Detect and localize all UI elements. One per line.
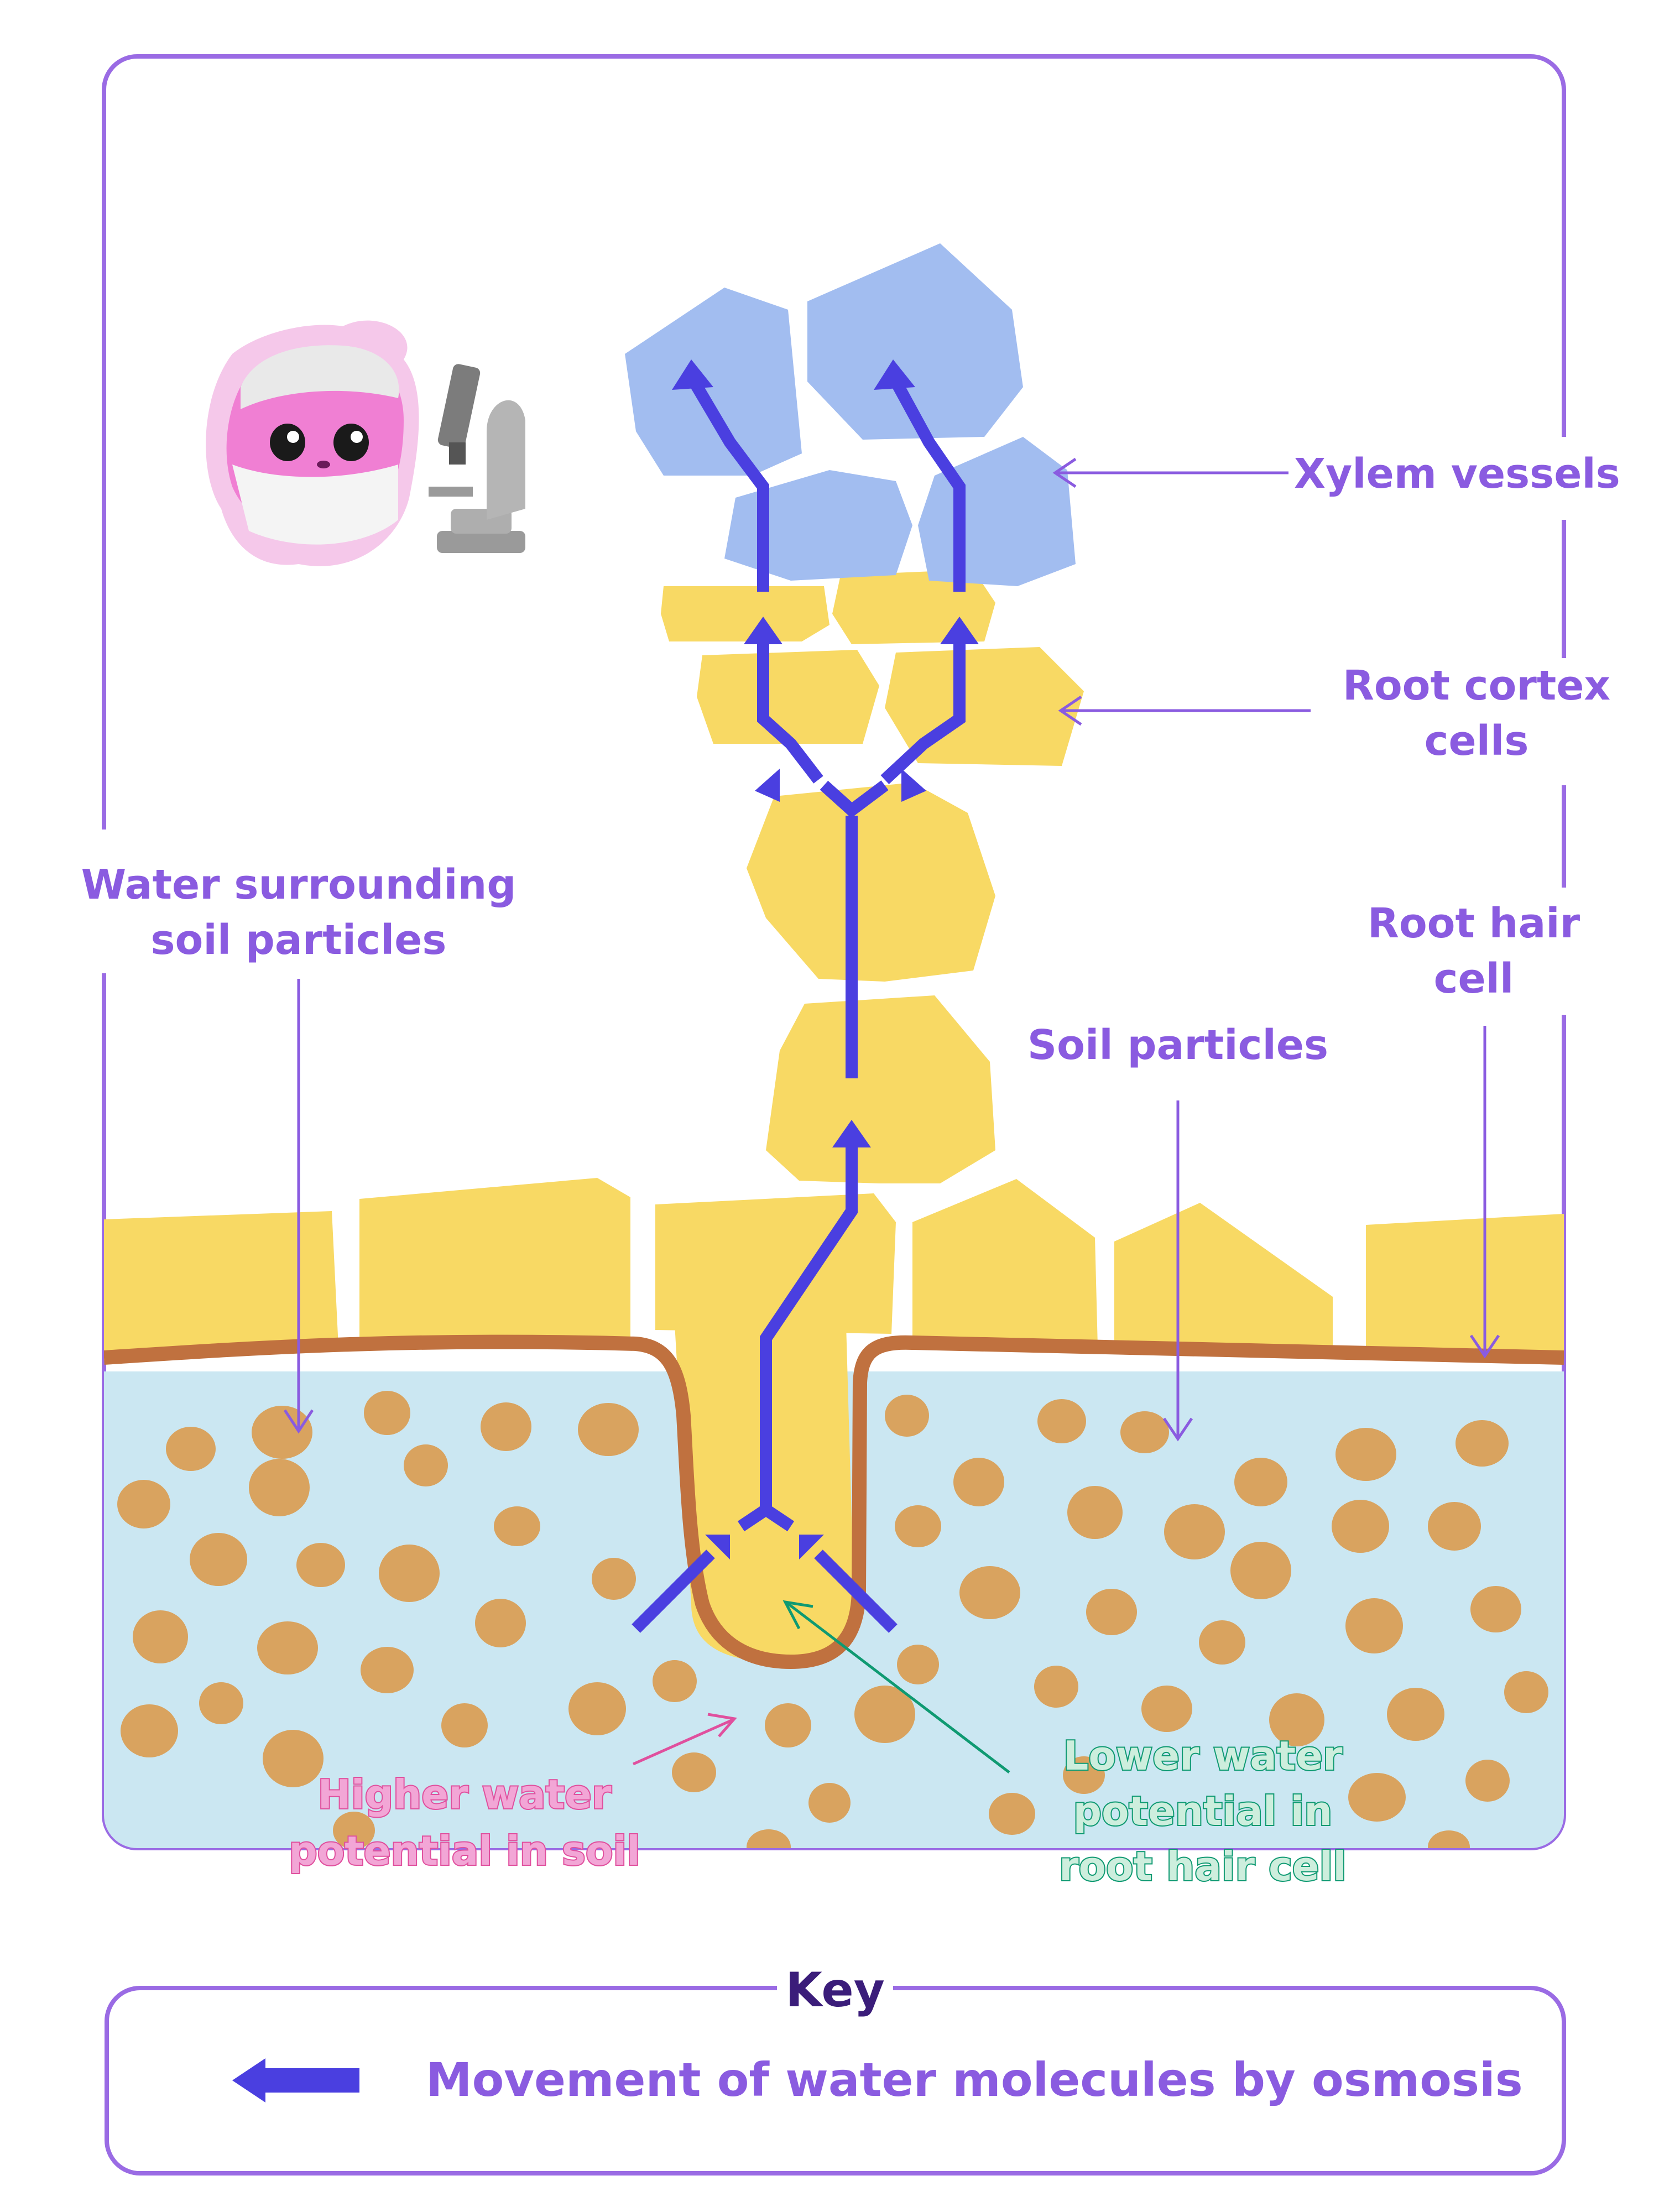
scientist-mascot-icon — [206, 320, 419, 566]
key-title: Key — [785, 1963, 885, 2018]
pink-pointer — [632, 1713, 737, 1766]
microscope-icon — [429, 364, 525, 553]
root-hair-label-line1: Root hair — [1368, 900, 1580, 947]
lower-potential-label-line2: potential in — [1073, 1788, 1333, 1834]
lower-potential-label-line3: root hair cell — [1059, 1843, 1347, 1890]
higher-potential-label-line1: Higher water — [318, 1771, 612, 1818]
epidermis-cells — [104, 1178, 1564, 1360]
soil-particles-label: Soil particles — [1027, 1021, 1328, 1069]
soil-particles — [117, 1391, 1548, 1848]
root-hair-membrane — [104, 1334, 1564, 1670]
root-cortex-label-line2: cells — [1425, 717, 1529, 765]
water-surrounding-label-line2: soil particles — [151, 916, 447, 964]
green-pointer — [782, 1600, 1010, 1773]
lower-potential-label-line1: Lower water — [1063, 1733, 1343, 1779]
root-cortex-label-line1: Root cortex — [1343, 662, 1610, 709]
osmosis-arrows — [632, 359, 979, 1633]
label-pointers — [283, 457, 1500, 1442]
key-arrow-description: Movement of water molecules by osmosis — [426, 2053, 1523, 2107]
xylem-vessels-label: Xylem vessels — [1294, 450, 1620, 498]
root-hair-label-line2: cell — [1434, 955, 1514, 1003]
higher-potential-label-line2: potential in soil — [289, 1828, 640, 1874]
water-surrounding-label-line1: Water surrounding — [81, 861, 517, 909]
key-arrow-icon — [232, 2058, 359, 2103]
